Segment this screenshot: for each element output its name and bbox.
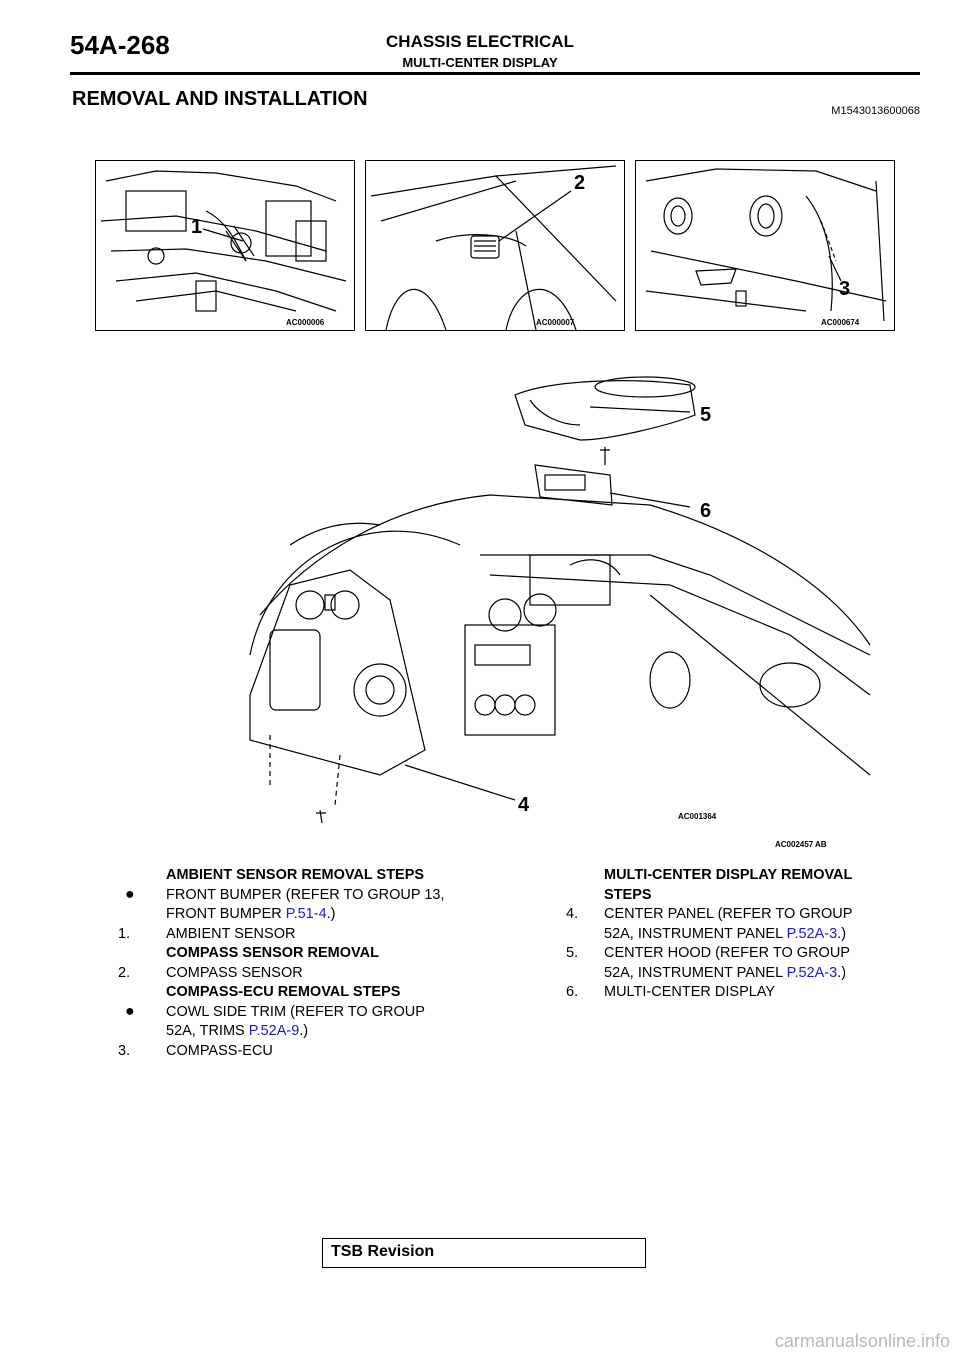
bullet-dot-icon: ● (125, 1002, 135, 1020)
instrument-panel-drawing: 5 6 4 AC001364 AC002457 AB (249, 376, 871, 849)
figure-code-suffix: AB (815, 840, 827, 849)
figure-compass-sensor: 2 AC000007 (365, 160, 625, 331)
figure-code: AC000006 (286, 318, 325, 327)
ref-link[interactable]: P.52A-3 (786, 925, 838, 942)
figure-callout-6: 6 (700, 500, 711, 522)
tsb-revision-label: TSB Revision (331, 1243, 435, 1260)
subsection-title: MULTI-CENTER DISPLAY (402, 55, 558, 70)
list-item: 6. MULTI-CENTER DISPLAY (566, 984, 776, 1000)
figure-inner-code: AC001364 (678, 812, 717, 821)
figure-code: AC002457 (775, 840, 814, 849)
ref-link[interactable]: P.51-4 (285, 906, 327, 922)
figure-code: AC000674 (821, 318, 860, 327)
figure-callout-5: 5 (700, 404, 711, 426)
figure-multi-center-display: 5 6 4 AC001364 AC002457 AB (230, 355, 880, 855)
list-item: 4. CENTER PANEL (REFER TO GROUP (566, 906, 853, 922)
ecu-steps-header: COMPASS-ECU REMOVAL STEPS (166, 984, 401, 1000)
list-item: 5. CENTER HOOD (REFER TO GROUP (566, 945, 850, 961)
list-item: 1. AMBIENT SENSOR (118, 925, 296, 942)
section-title: CHASSIS ELECTRICAL (386, 32, 574, 51)
compass-steps-header: COMPASS SENSOR REMOVAL (166, 945, 379, 961)
compass-sensor-drawing: 2 AC000007 (370, 165, 617, 330)
page-number: 54A-268 (70, 30, 170, 60)
ambient-steps-header: AMBIENT SENSOR REMOVAL STEPS (166, 867, 425, 883)
figure-ambient-sensor: 1 AC000006 (95, 160, 355, 331)
figure-callout: 3 (839, 278, 850, 300)
header-rule (70, 72, 920, 75)
display-steps-header: MULTI-CENTER DISPLAY REMOVAL (604, 867, 853, 883)
page-title: REMOVAL AND INSTALLATION (72, 88, 368, 110)
list-item-continuation: 52A, INSTRUMENT PANEL P.52A-3.) (604, 964, 847, 981)
ref-link[interactable]: P.52A-3 (786, 964, 838, 981)
list-item: 2. COMPASS SENSOR (118, 964, 303, 981)
bullet-dot-icon: ● (125, 885, 135, 903)
compass-ecu-drawing: 3 AC000674 (645, 168, 887, 327)
figure-callout-4: 4 (518, 794, 530, 816)
watermark: carmanualsonline.info (774, 1331, 950, 1351)
list-item: ● COWL SIDE TRIM (REFER TO GROUP (125, 1002, 425, 1020)
display-steps-header-cont: STEPS (604, 886, 652, 903)
figure-code: AC000007 (536, 318, 575, 327)
ref-link[interactable]: P.52A-9 (248, 1023, 300, 1039)
document-id: M1543013600068 (831, 105, 920, 117)
right-steps: MULTI-CENTER DISPLAY REMOVAL STEPS 4. CE… (566, 866, 906, 1003)
figure-callout: 2 (574, 172, 585, 194)
ambient-sensor-drawing: 1 AC000006 (100, 170, 347, 327)
list-item: 3. COMPASS-ECU (118, 1042, 273, 1059)
left-steps: AMBIENT SENSOR REMOVAL STEPS ● FRONT BUM… (118, 866, 498, 1061)
tsb-revision-box: TSB Revision (322, 1238, 646, 1268)
list-item: ● FRONT BUMPER (REFER TO GROUP 13, (125, 885, 445, 903)
list-item-continuation: 52A, TRIMS P.52A-9.) (166, 1023, 309, 1039)
list-item-continuation: 52A, INSTRUMENT PANEL P.52A-3.) (604, 925, 847, 942)
figure-callout: 1 (191, 216, 202, 238)
figure-compass-ecu: 3 AC000674 (635, 160, 895, 331)
list-item-continuation: FRONT BUMPER P.51-4.) (166, 906, 336, 922)
